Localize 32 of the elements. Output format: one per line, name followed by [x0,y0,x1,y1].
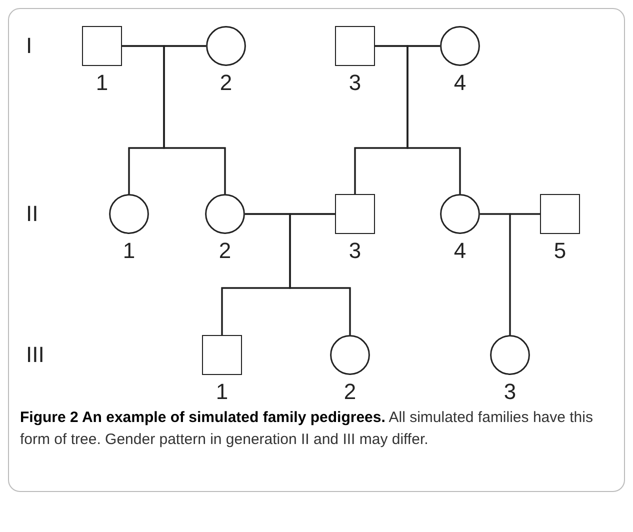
male-square [540,194,580,234]
descent-line [289,213,351,335]
individual-number: 3 [502,380,518,404]
male-square [335,26,375,66]
individual-number: 1 [94,71,110,95]
figure-caption: Figure 2 An example of simulated family pedigrees. All simulated families have this form of tree. Gender pattern in generation II and III may differ. [20,408,594,450]
male-square [202,335,242,375]
female-circle [206,26,246,66]
descent-line [406,45,461,194]
generation-label: I [26,34,32,58]
male-square [82,26,122,66]
male-square [335,194,375,234]
individual-number: 4 [452,239,468,263]
female-circle [109,194,149,234]
female-circle [205,194,245,234]
female-circle [440,194,480,234]
individual-number: 3 [348,239,362,263]
individual-number: 2 [218,71,234,95]
descent-line [163,45,226,194]
individual-number: 1 [214,380,230,404]
female-circle [490,335,530,375]
individual-number: 5 [552,239,568,263]
female-circle [440,26,480,66]
individual-number: 2 [342,380,358,404]
individual-number: 1 [122,239,136,263]
individual-number: 3 [348,71,362,95]
female-circle [330,335,370,375]
generation-label: II [26,202,38,226]
individual-number: 2 [218,239,232,263]
descent-line [509,213,540,335]
individual-number: 4 [452,71,468,95]
generation-label: III [26,343,44,367]
